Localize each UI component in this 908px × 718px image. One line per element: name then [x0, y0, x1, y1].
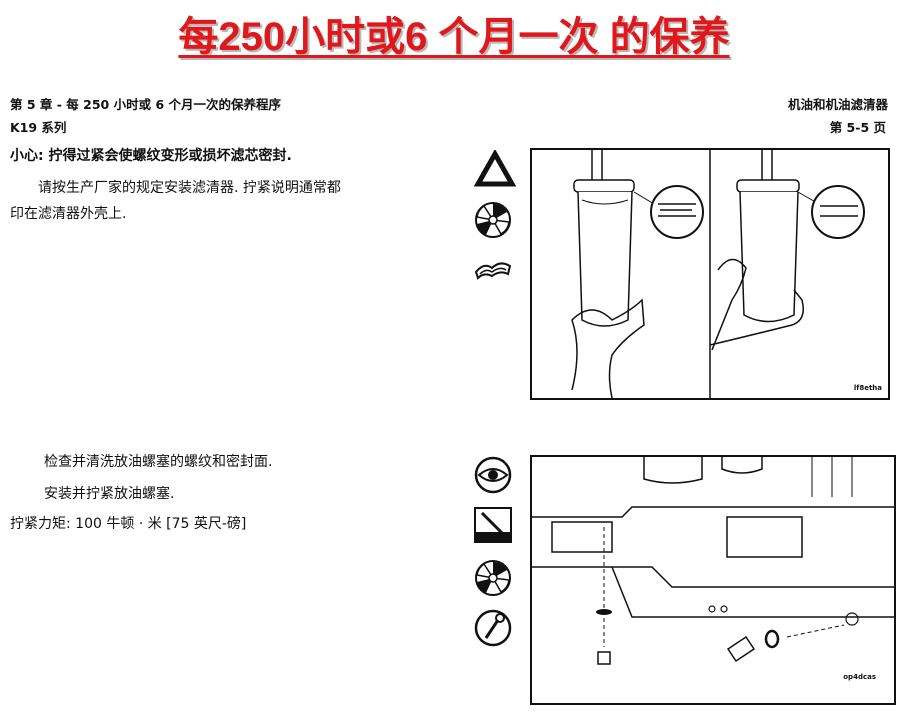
torque-spec: 拧紧力矩: 100 牛顿 · 米 [75 英尺-磅] [10, 516, 247, 532]
warning-triangle-icon [474, 150, 516, 187]
clean-brush-icon [474, 507, 512, 543]
section-name: 机油和机油滤清器 [787, 97, 888, 112]
page-title: 每250小时或6 个月一次 的保养 [178, 15, 730, 59]
filter-install-illustration [571, 150, 865, 398]
wrench-hand-icon [474, 262, 512, 280]
instruction-line-2: 印在滤清器外壳上. [10, 206, 127, 222]
chapter-header: 第 5 章 - 每 250 小时或 6 个月一次的保养程序 [10, 97, 281, 112]
filter-parts-icon [475, 560, 511, 596]
figure-drain-plug: op4dcas [530, 455, 896, 705]
drain-plug-illustration [532, 457, 894, 665]
figure-code-2: op4dcas [843, 673, 876, 681]
page-number: 第 5-5 页 [829, 120, 886, 135]
figure-code-1: lf8etha [853, 384, 882, 392]
figure-filter-install: lf8etha [530, 148, 890, 400]
series-label: K19 系列 [10, 120, 67, 135]
filter-parts-icon [475, 202, 511, 238]
torque-wrench-icon [474, 609, 512, 647]
caution-text: 小心: 拧得过紧会使螺纹变形或损坏滤芯密封. [10, 148, 292, 164]
instruction-line-1: 请按生产厂家的规定安装滤清器. 拧紧说明通常都 [38, 180, 341, 196]
eye-inspect-icon [474, 456, 512, 494]
inspect-line: 检查并清洗放油螺塞的螺纹和密封面. [44, 454, 273, 470]
install-line: 安装并拧紧放油螺塞. [44, 486, 175, 502]
